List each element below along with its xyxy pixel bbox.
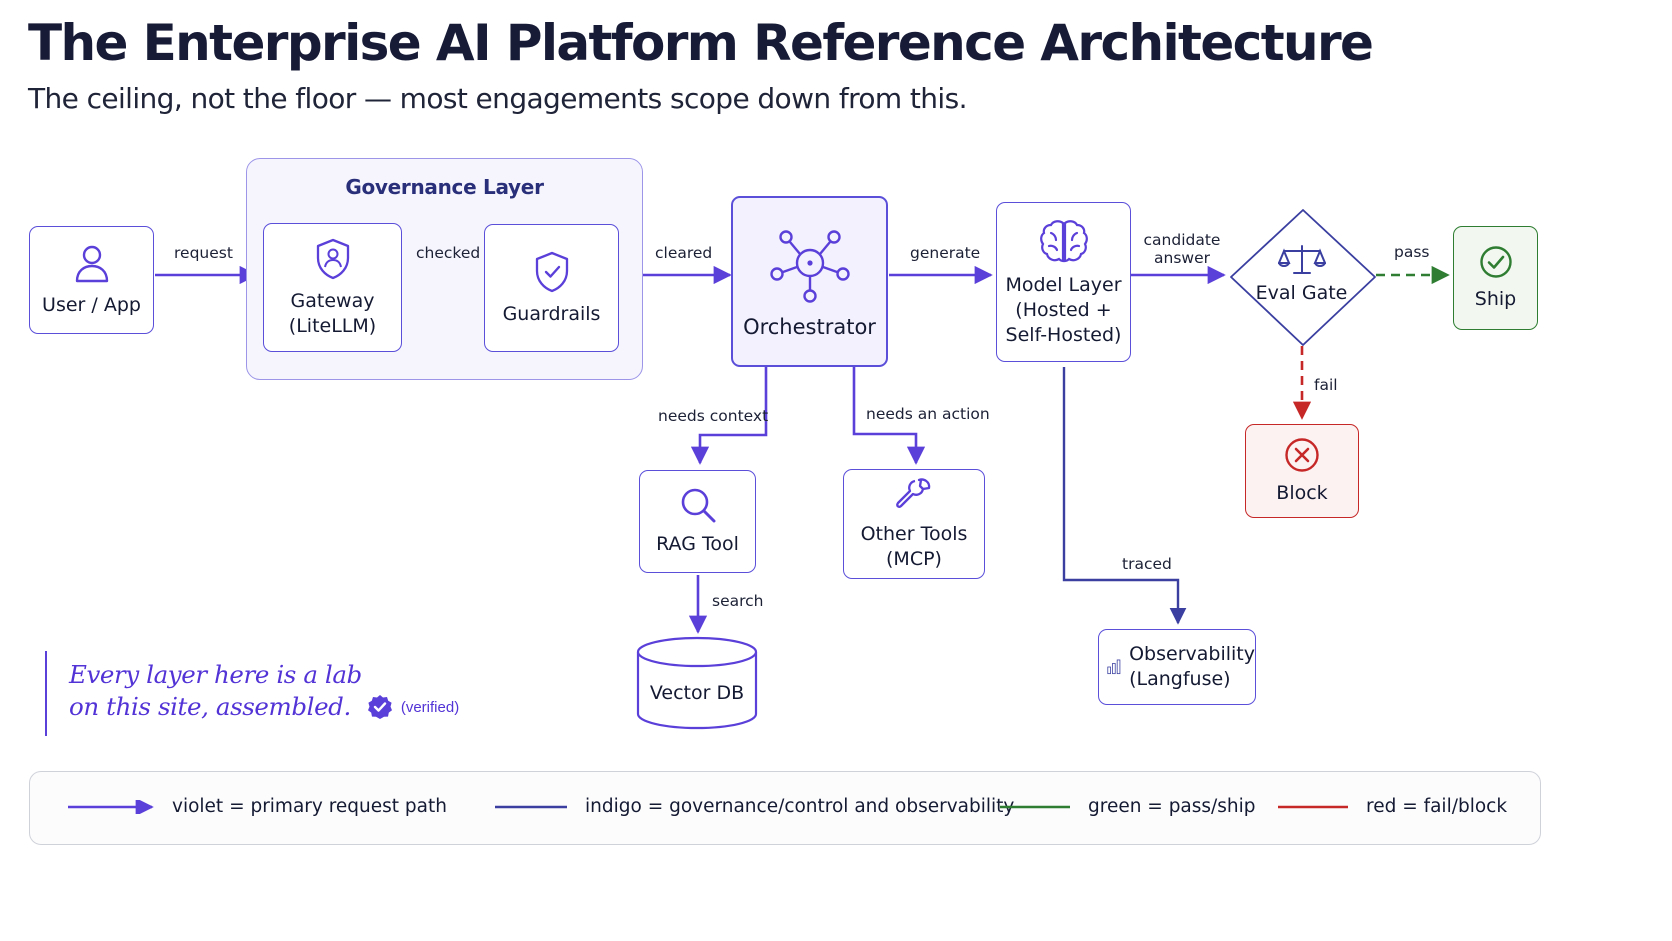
- edge-label-request: request: [174, 244, 233, 262]
- eval-gate-label: Eval Gate: [1255, 282, 1348, 304]
- observability-node[interactable]: Observability (Langfuse): [1098, 629, 1256, 705]
- legend-text-violet: violet = primary request path: [172, 796, 447, 817]
- edge-label-candidate-answer: candidate answer: [1143, 231, 1221, 267]
- legend-text-green: green = pass/ship: [1088, 796, 1256, 817]
- hub-network-icon: [769, 230, 850, 303]
- vector-db-label: Vector DB: [649, 682, 745, 704]
- legend-text-indigo: indigo = governance/control and observab…: [585, 796, 1015, 817]
- gateway-label: Gateway (LiteLLM): [288, 289, 377, 337]
- ship-node[interactable]: Ship: [1453, 226, 1538, 330]
- brain-icon: [1039, 219, 1088, 262]
- guardrails-node[interactable]: Guardrails: [484, 224, 619, 352]
- edge-label-search: search: [712, 592, 764, 610]
- edge-label-pass: pass: [1394, 243, 1430, 261]
- lab-note: Every layer here is a lab on this site, …: [45, 651, 459, 736]
- legend-item-violet: violet = primary request path: [68, 796, 447, 817]
- scales-icon: [1277, 245, 1326, 274]
- edge-label-needs-action: needs an action: [866, 405, 990, 423]
- legend-item-indigo: indigo = governance/control and observab…: [495, 796, 1014, 817]
- wrench-icon: [896, 478, 931, 508]
- bar-chart-icon: [1107, 659, 1121, 675]
- edge-label-cleared: cleared: [655, 244, 713, 262]
- legend-line-green: [1000, 805, 1070, 808]
- note-line-2: on this site, assembled.: [69, 692, 351, 721]
- block-node[interactable]: Block: [1245, 424, 1359, 518]
- vector-db-cylinder[interactable]: [636, 636, 758, 732]
- user-app-label: User / App: [42, 293, 141, 316]
- page-subtitle: The ceiling, not the floor — most engage…: [28, 82, 967, 115]
- guardrails-label: Guardrails: [502, 302, 601, 325]
- legend: violet = primary request path indigo = g…: [29, 771, 1541, 845]
- eval-gate-node: Eval Gate: [1229, 244, 1374, 304]
- verified-label: (verified): [400, 698, 460, 716]
- legend-item-red: red = fail/block: [1278, 796, 1507, 817]
- other-tools-node[interactable]: Other Tools (MCP): [843, 469, 985, 579]
- edge-label-generate: generate: [910, 244, 981, 262]
- legend-line-red: [1278, 805, 1348, 808]
- shield-check-icon: [535, 251, 568, 292]
- edge-needs-action: [852, 367, 926, 465]
- model-layer-node[interactable]: Model Layer (Hosted + Self-Hosted): [996, 202, 1131, 362]
- ship-label: Ship: [1474, 287, 1517, 310]
- block-label: Block: [1276, 481, 1328, 504]
- page-title: The Enterprise AI Platform Reference Arc…: [28, 14, 1374, 72]
- edge-label-traced: traced: [1122, 555, 1172, 573]
- edge-label-checked: checked: [416, 244, 481, 262]
- verified-badge-icon: [367, 695, 392, 719]
- eval-gate-diamond[interactable]: [1229, 208, 1377, 348]
- model-layer-label: Model Layer (Hosted + Self-Hosted): [1005, 273, 1122, 346]
- magnifier-icon: [681, 488, 715, 523]
- orchestrator-node[interactable]: Orchestrator: [731, 196, 888, 367]
- edge-needs-context: [690, 367, 768, 465]
- gateway-node[interactable]: Gateway (LiteLLM): [263, 223, 402, 352]
- shield-user-icon: [316, 238, 349, 279]
- governance-layer-title: Governance Layer: [345, 175, 544, 199]
- other-tools-label: Other Tools (MCP): [860, 523, 968, 570]
- edge-traced: [1062, 367, 1187, 625]
- legend-line-indigo: [495, 805, 567, 808]
- legend-text-red: red = fail/block: [1366, 796, 1508, 817]
- rag-tool-label: RAG Tool: [656, 533, 739, 555]
- edge-label-needs-context: needs context: [658, 407, 769, 425]
- user-icon: [75, 245, 108, 282]
- legend-item-green: green = pass/ship: [1000, 796, 1256, 817]
- note-line-1: Every layer here is a lab: [69, 660, 362, 689]
- user-app-node[interactable]: User / App: [29, 226, 154, 334]
- check-circle-icon: [1479, 245, 1512, 278]
- x-circle-icon: [1285, 437, 1319, 472]
- edge-label-fail: fail: [1314, 376, 1338, 394]
- observability-label: Observability (Langfuse): [1129, 643, 1255, 690]
- rag-tool-node[interactable]: RAG Tool: [639, 470, 756, 573]
- legend-arrow-violet: [68, 799, 154, 814]
- orchestrator-label: Orchestrator: [743, 315, 876, 339]
